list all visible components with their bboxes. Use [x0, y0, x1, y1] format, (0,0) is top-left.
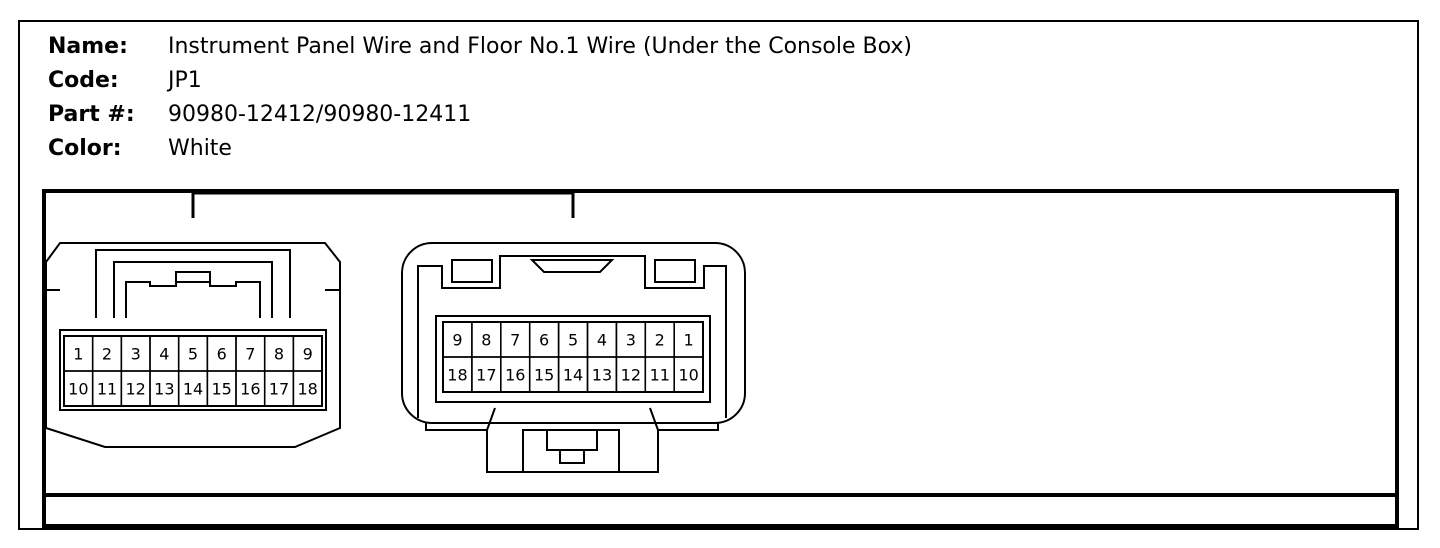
connector-diagram-box	[42, 189, 1399, 528]
connector-left-housing	[45, 242, 341, 448]
pin-number: 7	[510, 331, 520, 350]
color-row: Color: White	[48, 132, 912, 166]
name-label: Name:	[48, 34, 128, 59]
pin-number: 1	[684, 331, 694, 350]
pin-number: 17	[476, 366, 496, 385]
pin-cavity	[292, 370, 323, 407]
connector-right-lock-nub	[559, 449, 585, 464]
connector-left	[45, 242, 341, 448]
code-label: Code:	[48, 68, 119, 93]
pin-number: 2	[102, 345, 112, 364]
connector-info-frame: Name: Instrument Panel Wire and Floor No…	[18, 20, 1419, 530]
name-row: Name: Instrument Panel Wire and Floor No…	[48, 30, 912, 64]
connector-info: Name: Instrument Panel Wire and Floor No…	[48, 30, 912, 166]
pin-number: 4	[597, 331, 607, 350]
mating-bracket	[191, 191, 575, 218]
connector-right-lock-inner	[546, 429, 598, 451]
pin-number: 14	[563, 366, 583, 385]
pin-number: 6	[217, 345, 227, 364]
pin-number: 11	[97, 380, 117, 399]
pin-number: 17	[269, 380, 289, 399]
connector-right-face	[435, 315, 711, 403]
connector-right-key-left	[451, 259, 493, 283]
connector-right-lock-slant-left	[486, 407, 496, 431]
pin-number: 10	[68, 380, 88, 399]
pin-number: 3	[131, 345, 141, 364]
pin-number: 8	[481, 331, 491, 350]
pin-number: 6	[539, 331, 549, 350]
connector-left-face	[59, 329, 327, 411]
pin-number: 15	[212, 380, 232, 399]
part-number-value: 90980-12412/90980-12411	[168, 102, 472, 127]
pin-number: 12	[125, 380, 145, 399]
connector-right-collar	[417, 255, 727, 418]
part-number-label: Part #:	[48, 102, 135, 127]
pin-number: 8	[274, 345, 284, 364]
connector-right-latch	[529, 259, 615, 273]
pin-number: 5	[188, 345, 198, 364]
connector-left-lock-tab	[125, 271, 261, 318]
pin-number: 3	[626, 331, 636, 350]
pin-number: 16	[240, 380, 260, 399]
connector-right-key-right	[654, 259, 696, 283]
pin-number: 4	[159, 345, 169, 364]
pin-number: 18	[447, 366, 467, 385]
connector-right-housing	[401, 242, 746, 424]
pin-number: 13	[154, 380, 174, 399]
pin-number: 7	[245, 345, 255, 364]
pin-number: 18	[298, 380, 318, 399]
connector-right-lock-slant-right	[649, 407, 659, 431]
diagram-footer-divider	[46, 493, 1395, 497]
pin-number: 15	[534, 366, 554, 385]
pin-number: 9	[452, 331, 462, 350]
name-value: Instrument Panel Wire and Floor No.1 Wir…	[168, 34, 913, 59]
pin-number: 12	[621, 366, 641, 385]
color-value: White	[168, 136, 232, 161]
pin-number: 10	[678, 366, 698, 385]
code-value: JP1	[168, 68, 202, 93]
pin-number: 1	[73, 345, 83, 364]
pin-number: 2	[655, 331, 665, 350]
pin-cavity	[673, 356, 704, 393]
pin-number: 14	[183, 380, 203, 399]
connector-left-collar-outer	[95, 249, 291, 318]
part-number-row: Part #: 90980-12412/90980-12411	[48, 98, 912, 132]
pin-number: 11	[650, 366, 670, 385]
code-row: Code: JP1	[48, 64, 912, 98]
pin-number: 16	[505, 366, 525, 385]
pin-number: 13	[592, 366, 612, 385]
color-label: Color:	[48, 136, 122, 161]
connector-left-collar-inner	[113, 261, 273, 318]
pin-number: 5	[568, 331, 578, 350]
pin-number: 9	[303, 345, 313, 364]
